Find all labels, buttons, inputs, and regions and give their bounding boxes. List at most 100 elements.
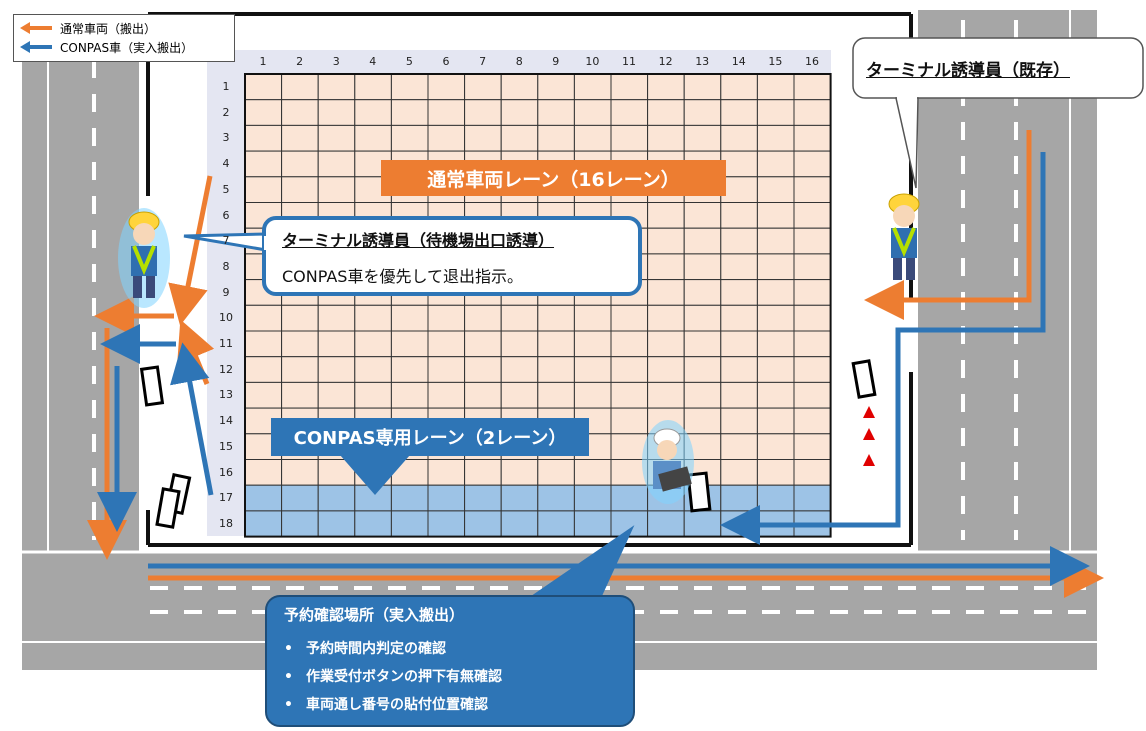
normal-lane-cell — [427, 356, 466, 383]
normal-lane-cell — [720, 381, 758, 409]
normal-lane-cell — [756, 279, 795, 306]
normal-lane-cell — [537, 459, 575, 486]
column-number: 6 — [442, 55, 450, 68]
normal-lane-cell — [683, 304, 722, 332]
normal-lane-cell — [464, 124, 502, 152]
normal-lane-cell — [354, 381, 392, 409]
normal-lane-cell — [500, 356, 539, 383]
reservation-check-content: 予約確認場所（実入搬出） 予約時間内判定の確認 作業受付ボタンの押下有無確認 車… — [284, 604, 624, 719]
column-number: 3 — [332, 55, 340, 68]
normal-lane-cell — [720, 253, 758, 281]
conpas-lane-cell — [756, 484, 795, 512]
normal-lane-cell — [756, 202, 795, 229]
normal-lane-cell — [720, 279, 758, 306]
normal-lane-cell — [244, 150, 283, 178]
normal-lane-cell — [317, 381, 356, 409]
normal-lane-cell — [610, 124, 649, 152]
normal-lane-cell — [610, 73, 649, 101]
normal-lane-cell — [756, 176, 795, 204]
normal-lane-cell — [756, 150, 795, 178]
normal-lane-cell — [573, 330, 612, 358]
legend: 通常車両（搬出） CONPAS車（実入搬出） — [13, 14, 235, 62]
normal-lane-cell — [720, 459, 758, 486]
normal-lane-cell — [683, 279, 722, 306]
normal-lane-cell — [756, 73, 795, 101]
normal-lane-cell — [537, 304, 575, 332]
normal-lane-cell — [390, 356, 429, 383]
truck-icons — [139, 359, 877, 529]
normal-lane-cell — [793, 227, 832, 255]
normal-lane-cell — [244, 99, 283, 126]
column-number: 14 — [731, 55, 746, 68]
normal-lane-cell — [354, 356, 392, 383]
normal-lane-cell — [317, 124, 356, 152]
blue-arrow-icon — [20, 41, 54, 53]
normal-lane-cell — [500, 381, 539, 409]
conpas-lane-cell — [537, 484, 575, 512]
conpas-label-pointer — [340, 455, 410, 495]
conpas-lane-cell — [317, 484, 356, 512]
column-number: 5 — [405, 55, 413, 68]
row-number: 3 — [222, 131, 230, 145]
normal-lane-cell — [647, 124, 685, 152]
normal-lane-cell — [720, 99, 758, 126]
normal-lane-cell — [793, 304, 832, 332]
normal-lane-cell — [683, 253, 722, 281]
column-number: 7 — [479, 55, 487, 68]
exit-guide-body: CONPAS車を優先して退出指示。 — [282, 267, 523, 286]
normal-lane-cell — [427, 124, 466, 152]
conpas-lane-cell — [793, 484, 832, 512]
normal-lane-cell — [390, 124, 429, 152]
conpas-lane-cell — [281, 510, 319, 538]
normal-lane-cell — [244, 459, 283, 486]
normal-lane-cell — [647, 202, 685, 229]
normal-lane-cell — [317, 356, 356, 383]
conpas-lane-cell — [317, 510, 356, 538]
row-number: 8 — [222, 259, 230, 273]
normal-lane-cell — [390, 73, 429, 101]
normal-lane-cell — [281, 176, 319, 204]
normal-lane-cell — [317, 73, 356, 101]
exit-guide-title: ターミナル誘導員（待機場出口誘導） — [282, 231, 555, 250]
normal-lane-cell — [427, 304, 466, 332]
normal-lane-cell — [793, 253, 832, 281]
normal-lane-cell — [427, 73, 466, 101]
guide-people — [118, 193, 920, 504]
normal-lane-cell — [647, 381, 685, 409]
normal-lane-cell — [793, 73, 832, 101]
normal-lane-cell — [793, 99, 832, 126]
normal-lane-cell — [317, 304, 356, 332]
normal-lane-cell — [756, 381, 795, 409]
normal-lane-cell — [427, 330, 466, 358]
normal-lane-cell — [610, 381, 649, 409]
grid-border — [244, 73, 832, 538]
normal-lane-cell — [756, 304, 795, 332]
normal-lane-cell — [317, 176, 356, 204]
conpas-lane-cell — [464, 510, 502, 538]
normal-lane-cell — [573, 459, 612, 486]
normal-lane-cell — [464, 73, 502, 101]
column-number: 8 — [515, 55, 523, 68]
conpas-lanes-label: CONPAS専用レーン（2レーン） — [271, 418, 589, 456]
normal-lane-cell — [573, 356, 612, 383]
normal-lane-cell — [793, 176, 832, 204]
normal-lane-cell — [537, 330, 575, 358]
conpas-lane-cell — [573, 484, 612, 512]
roads — [22, 10, 1097, 670]
conpas-lane-cell — [500, 484, 539, 512]
conpas-lane-cell — [610, 484, 649, 512]
normal-lane-cell — [683, 407, 722, 435]
normal-lane-cell — [573, 99, 612, 126]
normal-lane-cell — [647, 304, 685, 332]
normal-lane-cell — [244, 304, 283, 332]
checker-person-icon — [642, 420, 694, 504]
conpas-lane-cell — [244, 484, 283, 512]
normal-lane-cell — [647, 330, 685, 358]
lane-grid — [244, 73, 832, 538]
normal-lane-cell — [464, 381, 502, 409]
normal-lane-cell — [500, 330, 539, 358]
normal-lane-cell — [354, 330, 392, 358]
normal-lane-cell — [756, 330, 795, 358]
normal-lane-cell — [500, 99, 539, 126]
conpas-lane-cell — [354, 510, 392, 538]
